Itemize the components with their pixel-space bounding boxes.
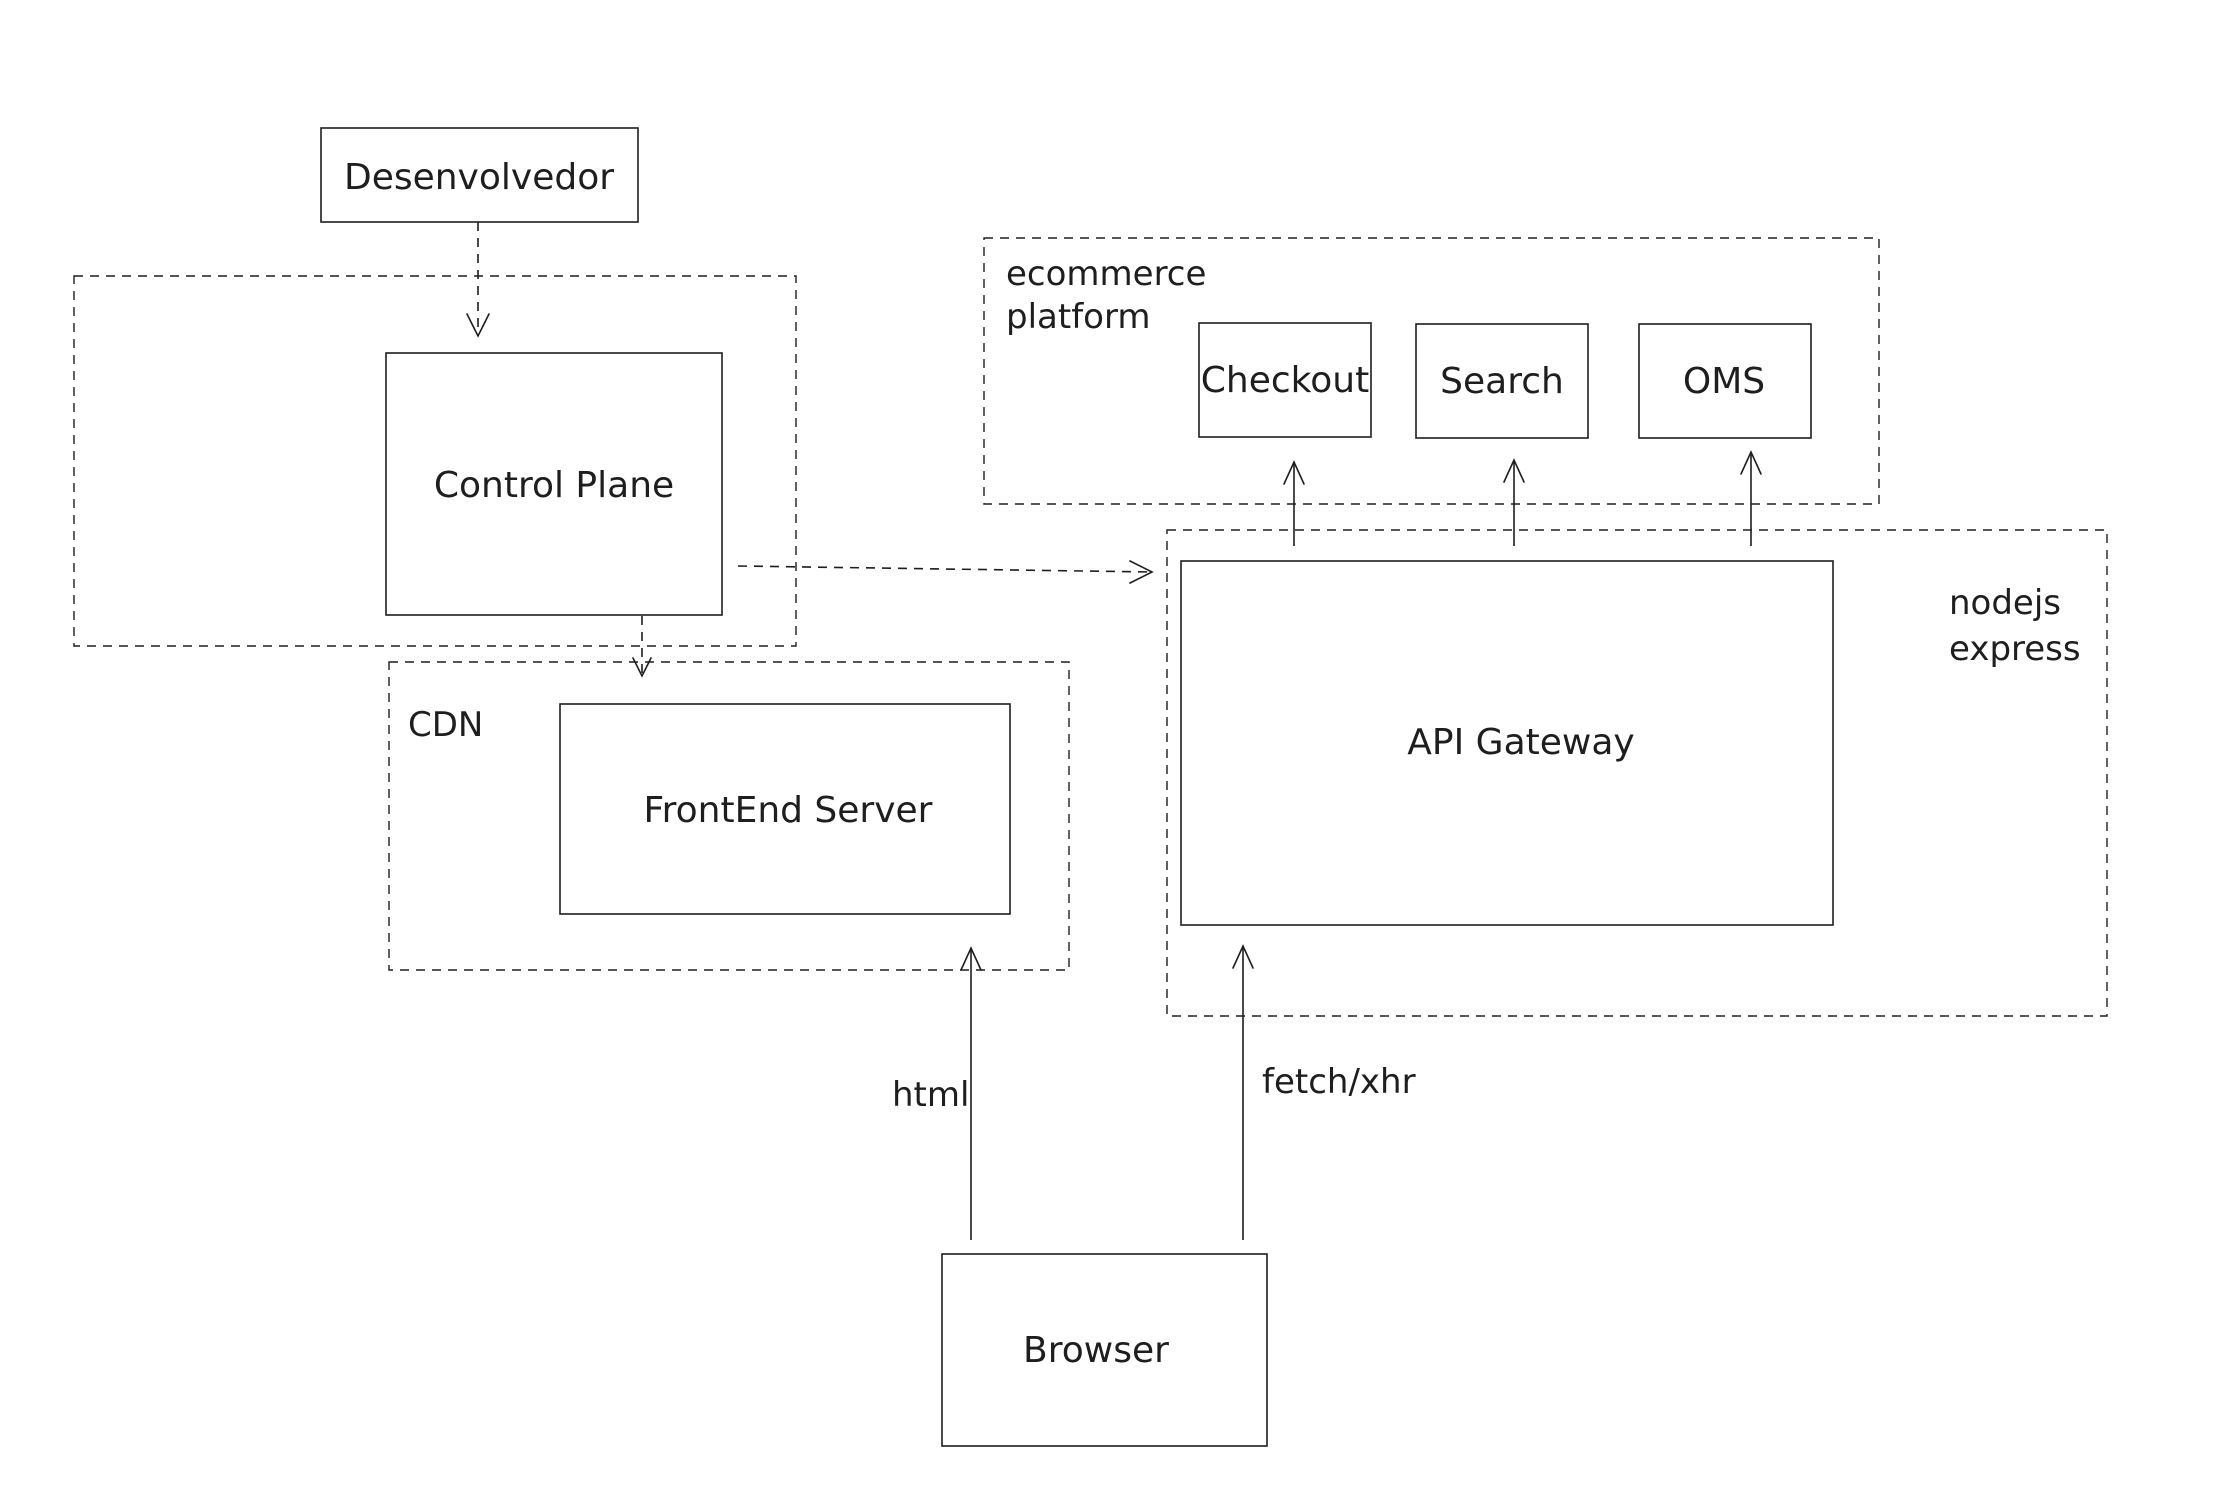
edge-browser-to-gateway: fetch/xhr bbox=[1232, 944, 1416, 1240]
ecommerce-platform-label-line1: ecommerce bbox=[1006, 254, 1206, 294]
node-frontend-server-label: FrontEnd Server bbox=[644, 790, 933, 831]
node-browser-label: Browser bbox=[1023, 1330, 1169, 1371]
cdn-label: CDN bbox=[408, 705, 483, 745]
node-api-gateway-label: API Gateway bbox=[1407, 722, 1634, 763]
control-plane-group bbox=[73, 275, 797, 647]
node-oms-label: OMS bbox=[1683, 361, 1765, 402]
node-search: Search bbox=[1415, 323, 1589, 439]
node-browser: Browser bbox=[941, 1253, 1268, 1447]
node-frontend-server: FrontEnd Server bbox=[559, 703, 1011, 915]
nodejs-express-label-line2: express bbox=[1949, 629, 2081, 669]
cdn-group: CDN bbox=[388, 661, 1070, 971]
edge-gateway-to-search bbox=[1503, 458, 1525, 546]
node-control-plane: Control Plane bbox=[385, 352, 723, 616]
nodejs-express-label-line1: nodejs bbox=[1949, 583, 2061, 623]
edge-gateway-to-oms bbox=[1740, 450, 1762, 546]
edge-desenvolvedor-to-control-plane bbox=[466, 222, 490, 338]
edge-gateway-to-checkout bbox=[1283, 460, 1305, 546]
node-checkout: Checkout bbox=[1198, 322, 1372, 438]
edge-label-fetch-xhr: fetch/xhr bbox=[1262, 1062, 1416, 1102]
edge-control-plane-to-cdn bbox=[632, 616, 652, 678]
node-api-gateway: API Gateway bbox=[1180, 560, 1834, 926]
node-checkout-label: Checkout bbox=[1201, 360, 1369, 401]
nodejs-express-group: nodejs express bbox=[1166, 529, 2108, 1017]
edge-browser-to-frontend: html bbox=[892, 946, 982, 1240]
node-search-label: Search bbox=[1440, 361, 1564, 402]
node-desenvolvedor-label: Desenvolvedor bbox=[344, 157, 614, 198]
edge-label-html: html bbox=[892, 1075, 969, 1115]
edge-control-plane-to-nodejs-express bbox=[737, 560, 1154, 584]
node-oms: OMS bbox=[1638, 323, 1812, 439]
node-control-plane-label: Control Plane bbox=[434, 465, 674, 506]
ecommerce-platform-group: ecommerce platform bbox=[983, 237, 1880, 505]
node-desenvolvedor: Desenvolvedor bbox=[320, 127, 639, 223]
ecommerce-platform-label-line2: platform bbox=[1006, 297, 1150, 337]
